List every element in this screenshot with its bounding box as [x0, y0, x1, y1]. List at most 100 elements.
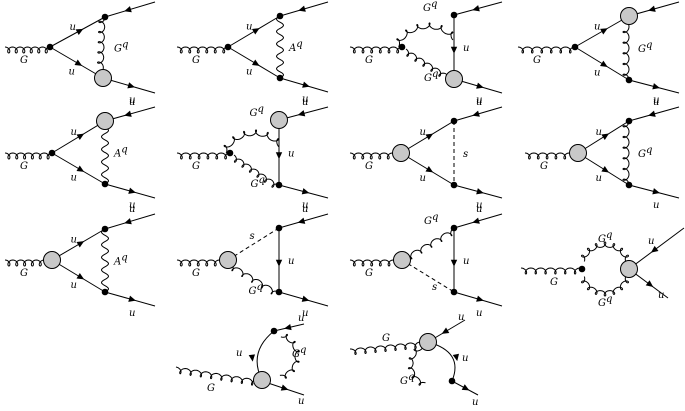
particle-label: Gq [250, 104, 264, 119]
gluon-line [403, 227, 455, 260]
particle-label: u [653, 0, 659, 3]
gluon-line [350, 341, 421, 356]
particle-label: s [463, 149, 468, 160]
particle-label: u [246, 67, 252, 78]
gluon-line [175, 366, 259, 386]
gluon-line [176, 152, 231, 160]
particle-label: u [129, 0, 135, 3]
arrow-head [127, 82, 135, 89]
arrow-head [425, 133, 434, 140]
vertex-dot [625, 181, 633, 189]
particle-label: Gq [423, 0, 437, 14]
arrow-head [280, 384, 289, 391]
particle-label: u [653, 200, 659, 211]
gluon-line [622, 120, 630, 186]
arrow-head [284, 323, 292, 331]
blob-vertex [569, 144, 587, 162]
particle-label: G [207, 383, 215, 394]
gluon-line [407, 342, 429, 386]
gluon-line [396, 22, 454, 48]
particle-label: u [653, 95, 659, 106]
blob-vertex [620, 7, 638, 25]
particle-label: G [550, 277, 558, 288]
photon-line [100, 120, 110, 185]
vertex-dot [625, 117, 633, 125]
particle-label: u [71, 235, 77, 246]
arrow-head [472, 110, 480, 117]
arrow-head [600, 60, 608, 67]
particle-label: u [463, 256, 469, 267]
particle-label: u [129, 200, 135, 211]
vertex-dot [275, 181, 283, 189]
gluon-in-label: G [365, 161, 373, 172]
arrow-head [441, 327, 450, 334]
particle-label: u [463, 43, 469, 54]
gluon-in-label: G [20, 161, 28, 172]
arrow-head [128, 187, 136, 194]
vertex-dot [101, 180, 109, 188]
gluon-line [517, 46, 576, 54]
particle-label: Aq [113, 253, 128, 268]
arrow-head [452, 353, 460, 362]
arrow-head [248, 354, 256, 362]
gluon-line [580, 241, 630, 262]
gluon-line [4, 152, 53, 160]
gluon-in-label: G [533, 55, 541, 66]
gluon-in-label: G [20, 268, 28, 279]
particle-label: u [596, 173, 602, 184]
vertex-dot [275, 288, 283, 296]
particle-label: u [476, 0, 482, 3]
particle-label: u [71, 127, 77, 138]
arrow-head [302, 81, 310, 88]
gluon-line [405, 48, 455, 82]
particle-label: u [246, 22, 252, 33]
particle-label: Aq [113, 145, 128, 160]
particle-label: u [302, 0, 308, 3]
arrow-head [124, 6, 132, 13]
particle-label: u [658, 290, 664, 301]
gluon-line [229, 262, 280, 295]
vertex-dot [450, 181, 458, 189]
arrow-head [648, 110, 656, 117]
particle-label: u [476, 200, 482, 211]
arrow-head [124, 218, 132, 225]
gluon-in-label: G [540, 161, 548, 172]
blob-vertex [94, 69, 112, 87]
scalar-line [401, 259, 455, 293]
blob-vertex [219, 251, 237, 269]
blob-vertex [392, 144, 410, 162]
particle-label: Gq [598, 230, 612, 245]
blob-vertex [419, 333, 437, 351]
particle-label: u [596, 127, 602, 138]
particle-label: u [298, 313, 304, 324]
blob-vertex [253, 371, 271, 389]
vertex-dot [450, 117, 458, 125]
vertex-dot [448, 377, 456, 385]
gluon-in-label: G [192, 161, 200, 172]
arrow-head [128, 295, 136, 302]
arrow-head [301, 188, 310, 195]
particle-label: Gq [114, 40, 128, 55]
particle-label: u [594, 22, 600, 33]
gluon-in-label: G [192, 55, 200, 66]
particle-label: u [302, 94, 308, 105]
particle-label: Gq [598, 294, 612, 309]
blob-vertex [445, 70, 463, 88]
particle-label: u [129, 95, 135, 106]
arrow-head [650, 245, 659, 253]
blob-vertex [393, 251, 411, 269]
photon-line [100, 228, 110, 293]
gluon-line [279, 333, 300, 379]
gluon-line [622, 15, 630, 81]
arrow-head [297, 217, 306, 224]
blob-vertex [96, 112, 114, 130]
vertex-dot [46, 43, 54, 51]
arrow-head [476, 295, 484, 302]
gluon-in-label: G [365, 55, 373, 66]
gluon-line [176, 46, 229, 54]
particle-label: Gq [424, 212, 438, 227]
particle-label: u [302, 200, 308, 211]
